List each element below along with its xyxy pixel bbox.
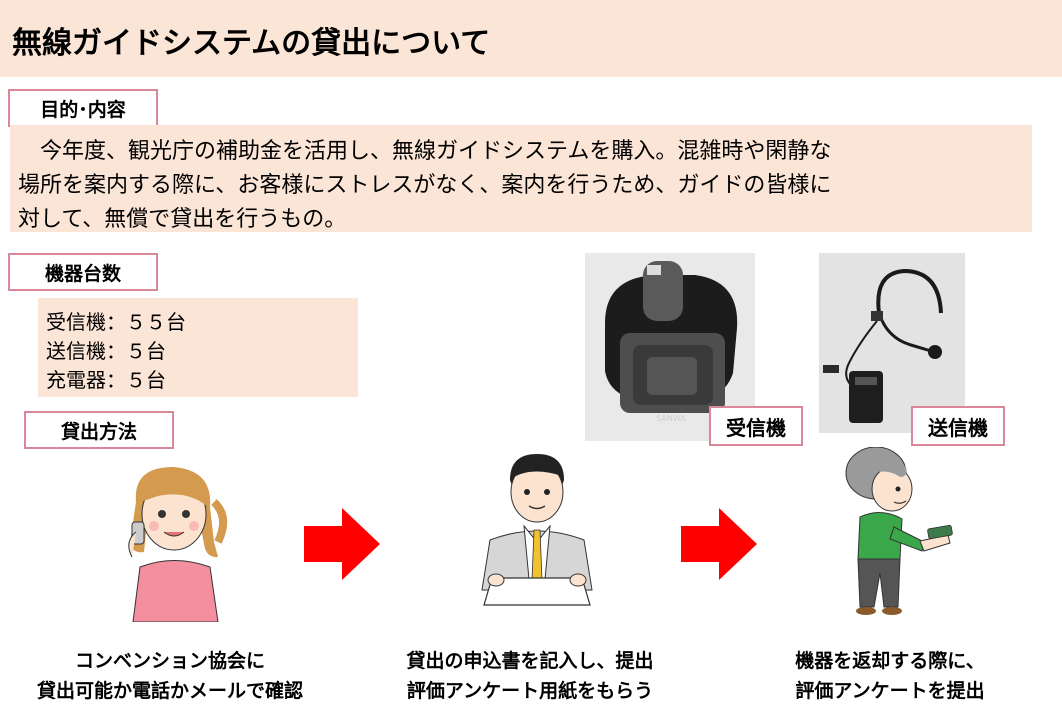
purpose-panel xyxy=(10,125,1032,232)
phone-woman-illustration xyxy=(118,462,234,623)
receiver-label: 受信機 xyxy=(709,406,803,446)
purpose-line-2: 場所を案内する際に、お客様にストレスがなく、案内を行うため、ガイドの皆様に xyxy=(18,173,832,198)
step-2-caption-line-1: 貸出の申込書を記入し、提出 xyxy=(406,650,654,672)
devices-label: 機器台数 xyxy=(8,253,158,291)
purpose-line-3: 対して、無償で貸出を行うもの。 xyxy=(18,207,347,232)
return-man-illustration xyxy=(836,446,956,619)
page-title: 無線ガイドシステムの貸出について xyxy=(12,26,491,61)
title-bar xyxy=(0,0,1062,77)
receiver-photo: SANWA xyxy=(585,253,755,441)
step-2-caption-line-2: 評価アンケート用紙をもらう xyxy=(406,680,654,702)
step-1-caption-line-1: コンベンション協会に xyxy=(74,650,265,672)
method-label: 貸出方法 xyxy=(24,411,174,449)
device-count-transmitter: 送信機：５台 xyxy=(46,339,166,363)
step-3-caption-line-1: 機器を返却する際に、 xyxy=(795,650,985,672)
form-man-illustration xyxy=(472,450,602,612)
step-3-caption-line-2: 評価アンケートを提出 xyxy=(795,680,985,702)
device-count-receiver: 受信機：５５台 xyxy=(46,310,186,334)
receiver-brand: SANWA xyxy=(656,414,686,423)
purpose-label: 目的･内容 xyxy=(8,89,158,127)
device-count-charger: 充電器：５台 xyxy=(46,368,166,392)
purpose-line-1: 今年度、観光庁の補助金を活用し、無線ガイドシステムを購入。混雑時や閑静な xyxy=(18,139,832,164)
arrow-right-icon xyxy=(304,508,380,580)
devices-panel xyxy=(38,298,358,397)
transmitter-photo xyxy=(819,253,965,433)
transmitter-label: 送信機 xyxy=(911,406,1005,446)
arrow-right-icon xyxy=(681,508,757,580)
step-1-caption-line-2: 貸出可能か電話かメールで確認 xyxy=(36,680,303,702)
